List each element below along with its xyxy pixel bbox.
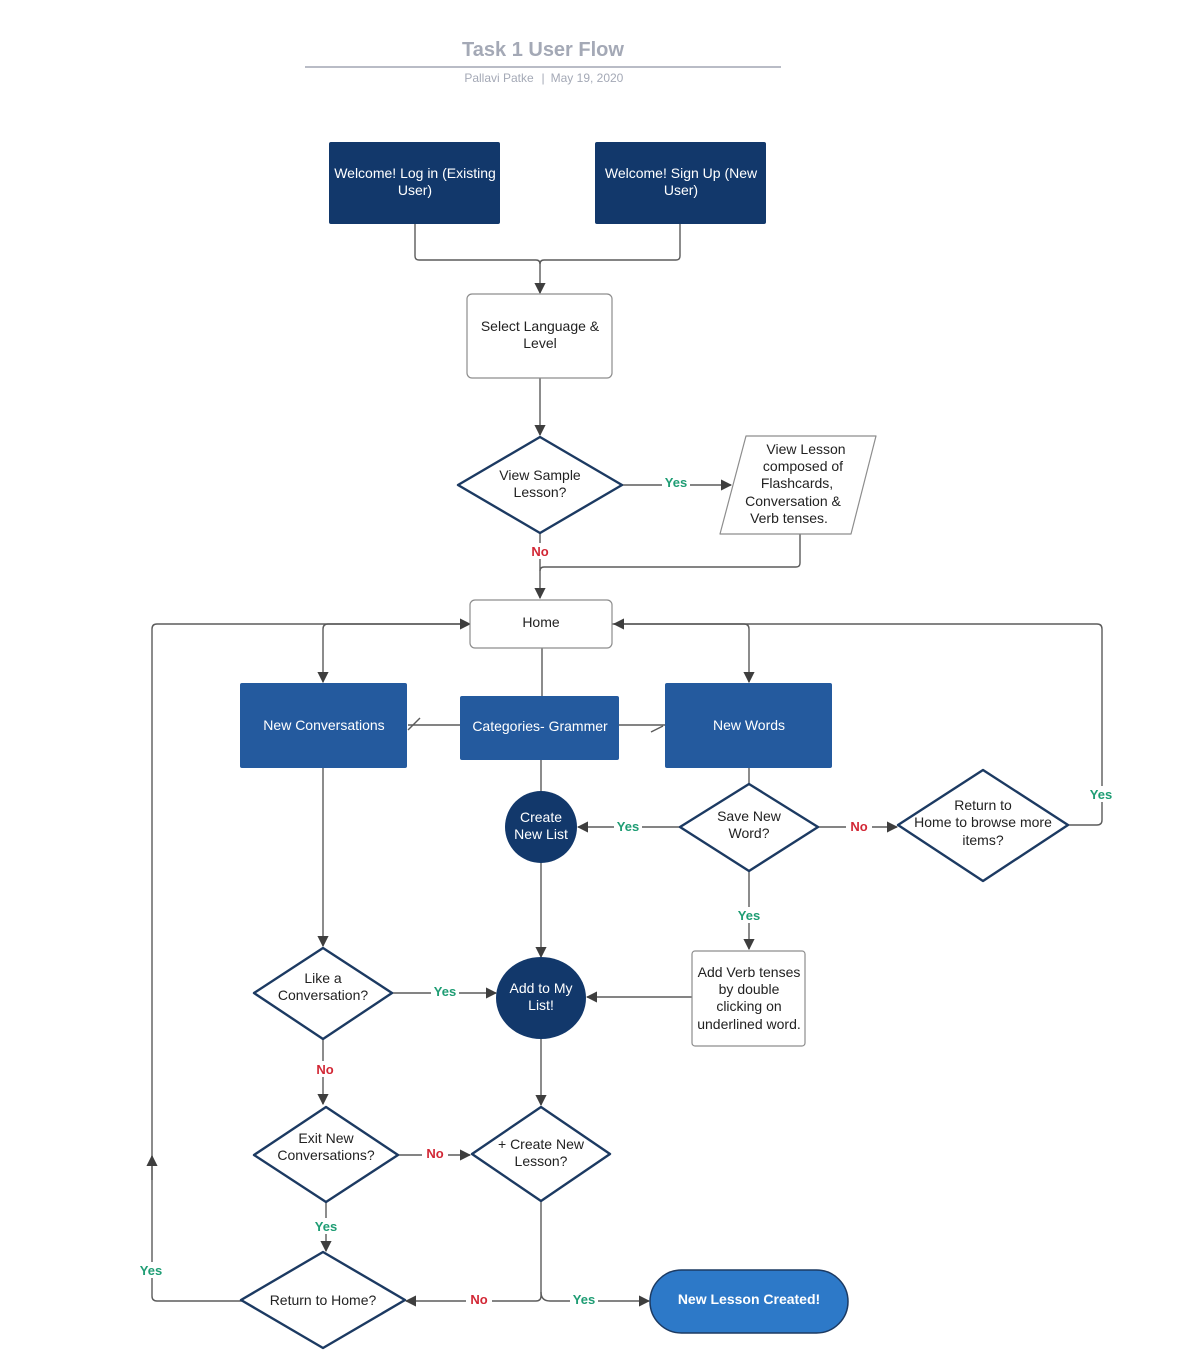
edge-lesson-to-home xyxy=(539,534,801,572)
label-sample-no: No xyxy=(531,544,548,559)
edge-login-merge xyxy=(414,224,546,295)
return-to-home-decision: Return to Home? xyxy=(239,1250,407,1350)
categories-node: Categories- Grammer xyxy=(460,696,619,760)
edge-signup-merge xyxy=(539,224,681,265)
edge-home-to-words xyxy=(612,623,755,684)
label-like-no: No xyxy=(316,1062,333,1077)
return-to-home-label: Return to Home? xyxy=(270,1292,377,1308)
label-create-lesson-yes: Yes xyxy=(573,1292,595,1307)
edge-create-lesson-yes-created xyxy=(540,1291,651,1307)
edge-browse-yes-home xyxy=(612,618,1103,826)
home-node: Home xyxy=(469,599,613,649)
label-save-yes-left: Yes xyxy=(617,819,639,834)
tick-left xyxy=(407,717,421,731)
label-exit-yes: Yes xyxy=(315,1219,337,1234)
new-lesson-created-node: New Lesson Created! xyxy=(649,1269,849,1334)
categories-label: Categories- Grammer xyxy=(472,718,608,734)
label-browse-yes: Yes xyxy=(1090,787,1112,802)
edge-create-lesson-no-return xyxy=(404,1201,542,1307)
label-save-no: No xyxy=(850,819,867,834)
select-language-label: Select Language &Level xyxy=(481,318,600,351)
new-lesson-created-label: New Lesson Created! xyxy=(678,1291,820,1307)
edge-return-yes-home xyxy=(151,618,472,1302)
new-conversations-label: New Conversations xyxy=(263,717,384,733)
edge-labels: Yes No Yes No Yes Yes Yes No No Yes Yes … xyxy=(137,475,1115,1308)
edge-home-to-conversations xyxy=(317,623,470,684)
label-sample-yes: Yes xyxy=(665,475,687,490)
new-words-label: New Words xyxy=(713,717,785,733)
label-create-lesson-no: No xyxy=(470,1292,487,1307)
new-words-node: New Words xyxy=(665,683,832,768)
tick-right xyxy=(650,725,664,733)
select-language-node: Select Language &Level xyxy=(466,293,613,379)
home-label: Home xyxy=(522,614,560,630)
date: May 19, 2020 xyxy=(551,71,624,85)
author: Pallavi Patke xyxy=(464,71,534,85)
label-like-yes: Yes xyxy=(434,984,456,999)
label-return-yes: Yes xyxy=(140,1263,162,1278)
label-exit-no: No xyxy=(426,1146,443,1161)
page-title: Task 1 User Flow xyxy=(462,39,624,61)
header-separator: | xyxy=(541,71,544,85)
new-conversations-node: New Conversations xyxy=(240,683,407,768)
label-save-yes-down: Yes xyxy=(738,908,760,923)
